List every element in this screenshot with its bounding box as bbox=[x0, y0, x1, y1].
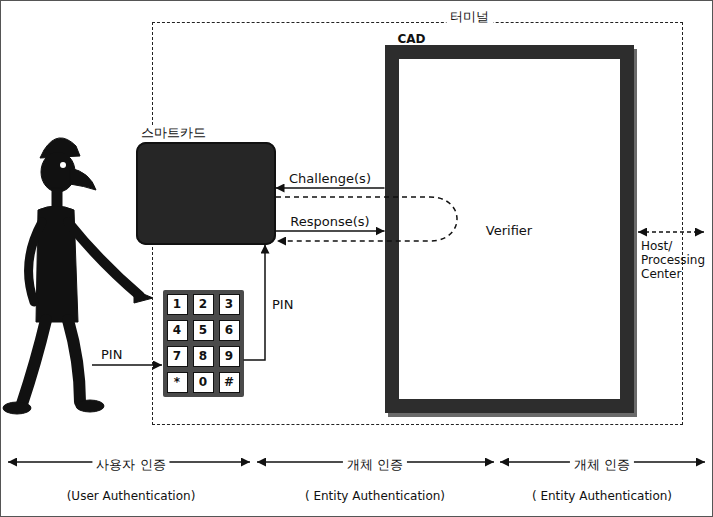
keypad-key: 2 bbox=[193, 294, 214, 315]
verifier-label: Verifier bbox=[486, 222, 532, 238]
scope-title: 개체 인증 bbox=[343, 457, 407, 473]
keypad-key: 1 bbox=[167, 294, 188, 315]
keypad-key: 3 bbox=[219, 294, 240, 315]
keypad-key: 5 bbox=[193, 320, 214, 341]
scope-title: 개체 인증 bbox=[570, 457, 634, 473]
heading-holder: CAD bbox=[398, 28, 426, 47]
keypad-key: 7 bbox=[167, 346, 188, 367]
keypad-key: 6 bbox=[219, 320, 240, 341]
connector-arrow bbox=[276, 230, 385, 232]
label-holder: 개체 인증 bbox=[343, 454, 407, 473]
keypad-key: * bbox=[167, 372, 188, 393]
key-digit: 2 bbox=[199, 297, 207, 311]
keypad: 1 2 3 4 5 6 7 8 9 * 0 # bbox=[163, 290, 244, 397]
key-digit: 9 bbox=[225, 349, 233, 363]
connector-arrow bbox=[244, 245, 266, 361]
terminal-region: 스마트카드123456789*0#CADVerifier터미널 bbox=[152, 22, 683, 425]
heading-holder: 터미널 bbox=[446, 6, 493, 25]
key-digit: * bbox=[174, 375, 180, 389]
smartcard: 스마트카드 bbox=[136, 142, 276, 245]
scope-subtitle: ( Entity Authentication) bbox=[532, 489, 672, 503]
edge-label: Response(s) bbox=[290, 214, 369, 230]
keypad-key: 0 bbox=[193, 372, 214, 393]
key-digit: # bbox=[224, 375, 234, 389]
edge-label-holder: Response(s) bbox=[290, 211, 369, 230]
keypad-key: 4 bbox=[167, 320, 188, 341]
edge-label-holder: Challenge(s) bbox=[289, 168, 371, 187]
connector-arrow bbox=[276, 187, 385, 189]
edge-label: PIN bbox=[272, 297, 293, 313]
key-digit: 4 bbox=[173, 323, 181, 337]
keypad-key: 9 bbox=[219, 346, 240, 367]
edge-label: Challenge(s) bbox=[289, 171, 371, 187]
key-digit: 5 bbox=[199, 323, 207, 337]
smartcard-label: 스마트카드 bbox=[137, 125, 210, 141]
keypad-key: # bbox=[219, 372, 240, 393]
heading-holder: 스마트카드 bbox=[137, 122, 210, 141]
cad-label: CAD bbox=[398, 32, 426, 46]
terminal-title: 터미널 bbox=[446, 9, 493, 25]
pin-label: PIN bbox=[101, 347, 122, 363]
edge-label-holder: PIN bbox=[272, 294, 293, 313]
label-holder: (User Authentication) bbox=[67, 485, 196, 504]
key-digit: 1 bbox=[173, 297, 181, 311]
body-holder: Verifier bbox=[399, 219, 620, 238]
scope-title: 사용자 인증 bbox=[92, 457, 169, 473]
key-digit: 3 bbox=[225, 297, 233, 311]
host-label: Host/ Processing Center bbox=[641, 240, 711, 281]
scope-subtitle: (User Authentication) bbox=[67, 489, 196, 503]
label-holder: 개체 인증 bbox=[570, 454, 634, 473]
label-holder: Host/ Processing Center bbox=[641, 240, 711, 281]
key-digit: 6 bbox=[225, 323, 233, 337]
scope-subtitle: ( Entity Authentication) bbox=[305, 489, 445, 503]
cad-terminal: CADVerifier bbox=[385, 45, 634, 413]
keypad-key: 8 bbox=[193, 346, 214, 367]
person-figure bbox=[3, 138, 153, 414]
label-holder: 사용자 인증 bbox=[92, 454, 169, 473]
host-link-arrow bbox=[638, 231, 704, 233]
key-digit: 0 bbox=[199, 375, 207, 389]
key-digit: 8 bbox=[199, 349, 207, 363]
key-digit: 7 bbox=[173, 349, 181, 363]
label-holder: ( Entity Authentication) bbox=[305, 485, 445, 504]
label-holder: ( Entity Authentication) bbox=[532, 485, 672, 504]
label-holder: PIN bbox=[101, 344, 122, 363]
keypad-grid: 1 2 3 4 5 6 7 8 9 * 0 # bbox=[167, 294, 240, 393]
